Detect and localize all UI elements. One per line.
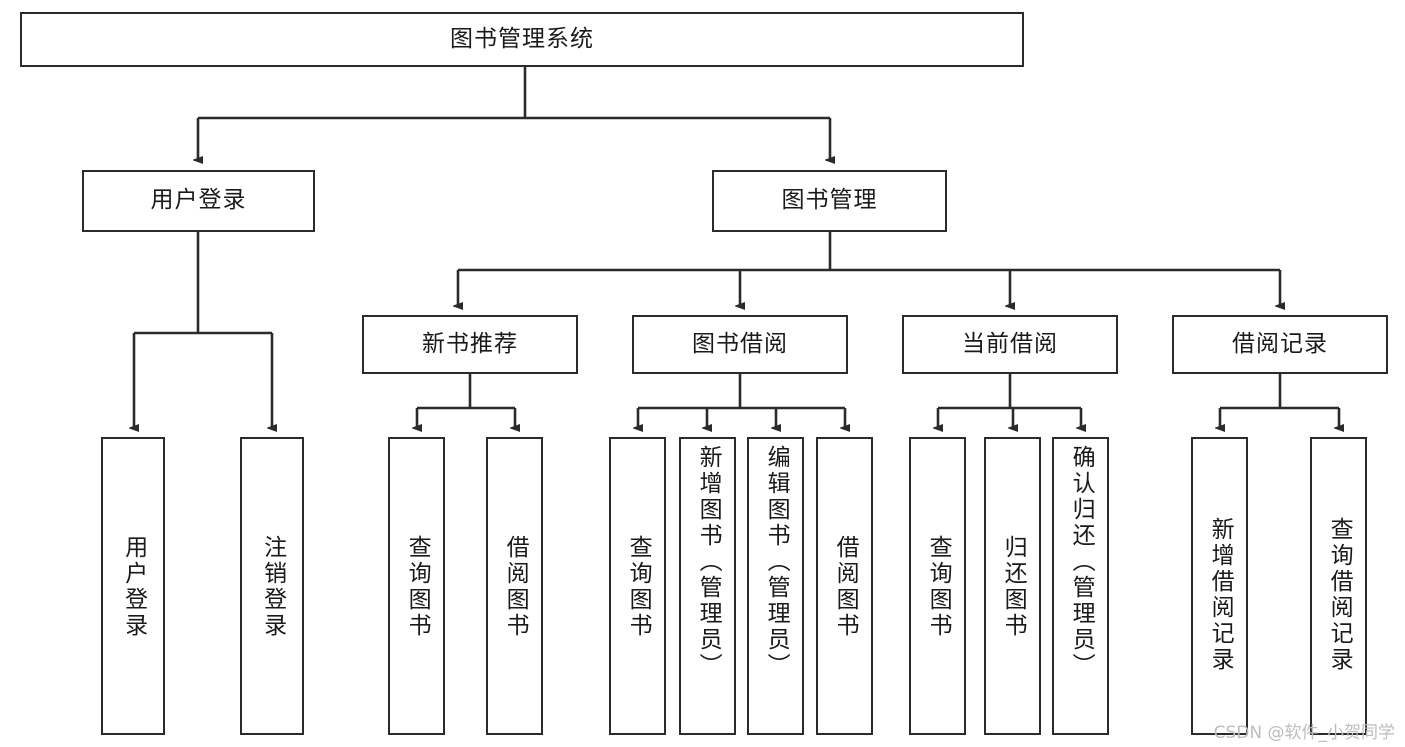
node-新增借阅记录-leaf[interactable]: 新增借阅记录 [1191,437,1248,735]
node-label: 新增借阅记录 [1207,517,1234,673]
node-label: 编辑图书（管理员） [763,445,790,679]
node-label: 新书推荐 [422,330,518,357]
node-label: 图书借阅 [692,330,788,357]
node-查询图书-leaf[interactable]: 查询图书 [909,437,966,735]
node-root-label: 图书管理系统 [450,25,594,52]
watermark: CSDN @软件_小贺同学 [1213,723,1395,743]
node-label: 借阅图书 [502,535,529,639]
node-借阅记录[interactable]: 借阅记录 [1172,315,1388,374]
node-借阅图书-leaf[interactable]: 借阅图书 [816,437,873,735]
node-root[interactable]: 图书管理系统 [20,12,1024,67]
node-label: 图书管理 [781,187,878,214]
node-label: 查询图书 [925,535,952,639]
node-查询图书-leaf[interactable]: 查询图书 [388,437,445,735]
node-用户登录[interactable]: 用户登录 [82,170,315,232]
node-确认归还管理员-leaf[interactable]: 确认归还（管理员） [1052,437,1109,735]
node-label: 当前借阅 [962,330,1058,357]
node-label: 注销登录 [259,535,286,639]
node-图书借阅[interactable]: 图书借阅 [632,315,848,374]
node-注销登录-leaf[interactable]: 注销登录 [240,437,304,735]
node-label: 新增图书（管理员） [695,445,722,679]
node-用户登录-leaf[interactable]: 用户登录 [101,437,165,735]
node-归还图书-leaf[interactable]: 归还图书 [984,437,1041,735]
node-查询图书-leaf[interactable]: 查询图书 [609,437,666,735]
node-label: 确认归还（管理员） [1068,445,1095,679]
node-编辑图书管理员-leaf[interactable]: 编辑图书（管理员） [747,437,804,735]
node-label: 查询图书 [404,535,431,639]
node-label: 查询借阅记录 [1326,517,1353,673]
node-label: 用户登录 [120,535,147,639]
node-图书管理[interactable]: 图书管理 [712,170,947,232]
node-label: 借阅图书 [832,535,859,639]
node-label: 查询图书 [625,535,652,639]
node-借阅图书-leaf[interactable]: 借阅图书 [486,437,543,735]
node-label: 借阅记录 [1232,330,1328,357]
node-查询借阅记录-leaf[interactable]: 查询借阅记录 [1310,437,1367,735]
node-label: 用户登录 [150,187,247,214]
node-新增图书管理员-leaf[interactable]: 新增图书（管理员） [679,437,736,735]
node-新书推荐[interactable]: 新书推荐 [362,315,578,374]
node-当前借阅[interactable]: 当前借阅 [902,315,1118,374]
node-label: 归还图书 [1000,535,1027,639]
